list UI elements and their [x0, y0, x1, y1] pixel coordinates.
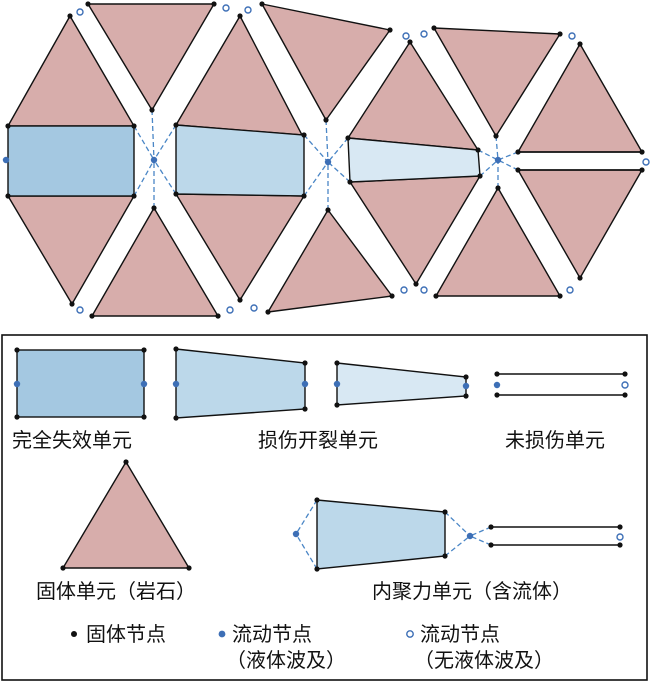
legend-fully-failed-swatch	[13, 347, 148, 420]
legend-fluid-node-unreached-marker	[406, 630, 414, 638]
fluid-nodes-unreached	[76, 4, 650, 314]
legend-fluid-node-reached-marker	[218, 630, 226, 638]
legend-label-undamaged: 未损伤单元	[505, 428, 605, 452]
legend-label-fluid-node-reached: 流动节点	[232, 622, 312, 646]
legend-label-cracked: 损伤开裂单元	[258, 428, 378, 452]
fluid-nodes-reached	[2, 156, 502, 166]
solid-nodes	[5, 1, 645, 319]
fluid-connections	[133, 109, 519, 210]
fully-failed-element	[7, 125, 135, 197]
legend-crack-tip-swatch	[333, 360, 470, 408]
legend-label-solid-node: 固体节点	[86, 622, 166, 646]
cracked-element	[175, 124, 305, 197]
legend-cracked-swatch	[172, 346, 309, 421]
legend-label-cohesive: 内聚力单元（含流体）	[372, 579, 572, 603]
legend-box	[1, 334, 648, 681]
solid-triangle	[433, 27, 561, 137]
solid-triangle	[435, 187, 561, 297]
legend-label-fluid-node-unreached: 流动节点	[420, 622, 500, 646]
mesh-diagram	[2, 1, 650, 319]
legend-label-solid: 固体单元（岩石）	[36, 579, 196, 603]
solid-triangle	[261, 3, 391, 121]
solid-triangle	[87, 3, 215, 111]
legend-undamaged-swatch	[493, 371, 629, 398]
legend-label-fluid-node-unreached-sub: （无液体波及）	[414, 648, 554, 672]
legend-solid-node-marker	[71, 631, 77, 637]
solid-triangle	[267, 209, 393, 313]
legend-cohesive-swatch	[292, 497, 624, 572]
legend-label-fully-failed: 完全失效单元	[12, 428, 132, 452]
solid-triangle	[91, 207, 219, 317]
legend-solid-swatch	[60, 459, 192, 571]
legend-label-fluid-node-reached-sub: （液体波及）	[226, 648, 346, 672]
